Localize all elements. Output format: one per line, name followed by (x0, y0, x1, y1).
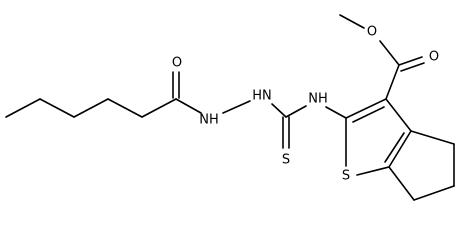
atom-nh-hydrazide-1: NH (199, 113, 219, 128)
bond-c2-c3-inner (352, 106, 385, 123)
bond-chain-4 (107, 98, 143, 118)
bond-c3a-c6a-inner (384, 132, 405, 163)
chemical-structure: O NH HN S NH S (5, 14, 455, 201)
atom-thione-sulfur: S (282, 153, 290, 168)
atom-nh-hydrazide-2: HN (252, 89, 272, 104)
bond-n-thiocarbonyl (271, 103, 287, 118)
atom-ester-oxygen: O (367, 25, 377, 40)
bond-c3a-c6a (388, 130, 412, 168)
atom-carbonyl-oxygen: O (429, 50, 439, 65)
bond-ester-co-a (398, 56, 423, 66)
bond-c6-c6a (388, 166, 415, 201)
bond-chain-2 (39, 98, 75, 118)
thiocarbonyl: S (282, 116, 290, 168)
bond-ester-co-single (379, 40, 400, 66)
atom-ring-sulfur: S (342, 169, 350, 184)
bond-o-methyl (339, 14, 365, 29)
bond-c2-c3 (345, 98, 387, 119)
cyclopentane-ring (388, 130, 455, 201)
atom-nh-thioamide: NH (308, 92, 328, 107)
bond-c3-c3a (385, 98, 412, 132)
bond-chain-3 (73, 98, 109, 118)
bond-amide-cn (175, 98, 202, 114)
bond-c6a-s (356, 166, 390, 176)
amide-carbonyl: O (172, 56, 182, 99)
thiophene-ring: S (342, 98, 412, 184)
bond-chain-5 (141, 98, 177, 118)
bond-nn (222, 100, 251, 114)
bond-ester-co-b (400, 62, 425, 72)
atom-amide-oxygen: O (172, 56, 182, 71)
bond-c3a-c4 (410, 130, 455, 145)
hexyl-chain (5, 98, 177, 118)
bond-chain-1 (5, 98, 41, 118)
bond-thiocarbonyl-n (285, 105, 307, 118)
bond-n-thiophene (325, 106, 347, 119)
methyl-ester: O O (339, 14, 439, 100)
bond-c3-ester-c (385, 64, 400, 100)
bond-c5-c6 (413, 185, 455, 201)
